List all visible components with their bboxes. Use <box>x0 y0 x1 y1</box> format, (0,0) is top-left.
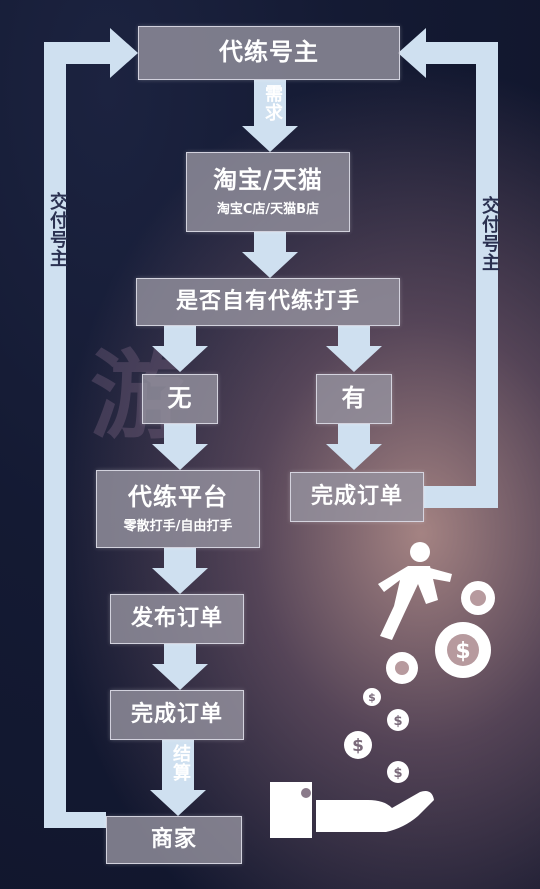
node-complete-left: 完成订单 <box>110 690 244 740</box>
deliver-owner-left-label: 交付号主 <box>47 192 68 268</box>
svg-text:$: $ <box>352 736 364 756</box>
svg-text:$: $ <box>393 766 402 781</box>
deliver-owner-right-label: 交付号主 <box>479 196 500 272</box>
node-question: 是否自有代练打手 <box>136 278 400 326</box>
node-complete-right-title: 完成订单 <box>310 484 403 510</box>
node-merchant: 商家 <box>106 816 242 864</box>
node-platform-sub: 零散打手/自由打手 <box>123 518 233 534</box>
svg-text:$: $ <box>393 714 402 729</box>
node-no-title: 无 <box>167 384 193 413</box>
node-merchant-title: 商家 <box>150 827 197 853</box>
node-owner-title: 代练号主 <box>219 38 319 67</box>
settle-arrow <box>150 740 206 816</box>
node-owner: 代练号主 <box>138 26 400 80</box>
node-taobao-title: 淘宝/天猫 <box>213 166 323 195</box>
gears-icon <box>386 581 495 684</box>
demand-label: 需求 <box>262 84 283 122</box>
dollar-coins-icon <box>344 688 409 783</box>
node-complete-right: 完成订单 <box>290 472 424 522</box>
taobao-to-question-arrow <box>242 232 298 278</box>
node-question-title: 是否自有代练打手 <box>175 289 360 315</box>
node-complete-left-title: 完成订单 <box>130 702 223 728</box>
node-taobao-sub: 淘宝C店/天猫B店 <box>216 201 320 217</box>
svg-text:$: $ <box>368 691 376 704</box>
node-platform-title: 代练平台 <box>128 483 228 512</box>
node-publish: 发布订单 <box>110 594 244 644</box>
yes-to-complete-arrow <box>326 424 382 470</box>
node-publish-title: 发布订单 <box>130 606 223 632</box>
publish-to-complete-arrow <box>152 644 208 690</box>
svg-text:$: $ <box>455 639 470 664</box>
node-yes: 有 <box>316 374 392 424</box>
question-to-yes-arrow <box>326 326 382 372</box>
right-return-arrow <box>398 28 498 508</box>
no-to-platform-arrow <box>152 424 208 470</box>
demand-arrow <box>242 80 298 152</box>
left-return-arrow <box>44 28 138 828</box>
platform-to-publish-arrow <box>152 548 208 594</box>
question-to-no-arrow <box>152 326 208 372</box>
node-yes-title: 有 <box>341 384 367 413</box>
settle-label: 结算 <box>170 744 191 782</box>
node-platform: 代练平台 零散打手/自由打手 <box>96 470 260 548</box>
node-no: 无 <box>142 374 218 424</box>
node-taobao: 淘宝/天猫 淘宝C店/天猫B店 <box>186 152 350 232</box>
running-man-icon <box>378 542 452 640</box>
hand-holding-money-icon <box>270 782 434 838</box>
